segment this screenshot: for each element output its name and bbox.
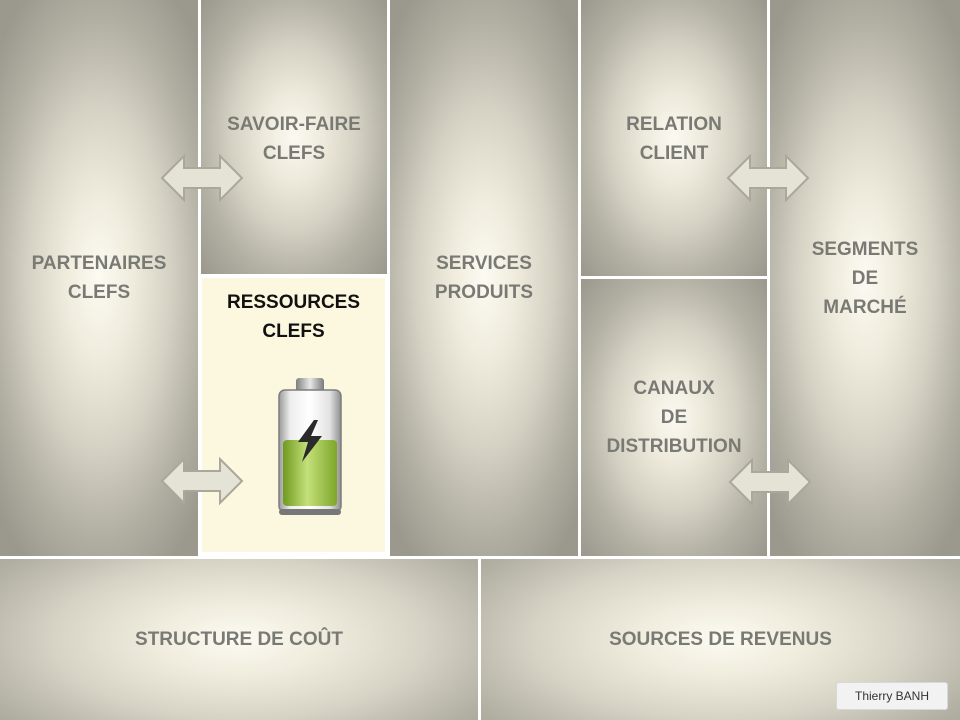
battery-charging-icon	[278, 378, 342, 515]
battery-charge	[283, 440, 337, 506]
double-arrow-icon	[160, 154, 244, 202]
ressources-clefs-block: RESSOURCES CLEFS	[198, 274, 389, 556]
structure-de-cout-label: STRUCTURE DE COÛT	[135, 629, 343, 650]
lightning-bolt	[298, 420, 322, 462]
services-produits-label: SERVICES PRODUITS	[434, 253, 534, 303]
relation-client-block: RELATION CLIENT	[581, 0, 767, 276]
relation-client-label: RELATION CLIENT	[626, 114, 722, 164]
double-arrow-icon	[160, 457, 244, 505]
segments-marche-block: SEGMENTS DE MARCHÉ	[770, 0, 960, 556]
ressources-clefs-label: RESSOURCES CLEFS	[226, 292, 361, 342]
double-arrow-icon	[728, 458, 812, 506]
partenaires-clefs-block: PARTENAIRES CLEFS	[0, 0, 198, 556]
savoir-faire-clefs-block: SAVOIR-FAIRE CLEFS	[201, 0, 387, 274]
battery-cap	[296, 378, 324, 392]
double-arrow-icon	[726, 154, 810, 202]
segments-marche-label: SEGMENTS DE MARCHÉ	[811, 239, 919, 318]
services-produits-block: SERVICES PRODUITS	[390, 0, 578, 556]
canaux-distribution-block: CANAUX DE DISTRIBUTION	[581, 279, 767, 556]
partenaires-clefs-label: PARTENAIRES CLEFS	[31, 253, 167, 303]
author-badge: Thierry BANH	[836, 682, 948, 710]
sources-de-revenus-label: SOURCES DE REVENUS	[609, 629, 832, 650]
canaux-distribution-label: CANAUX DE DISTRIBUTION	[606, 378, 742, 457]
structure-de-cout-block: STRUCTURE DE COÛT	[0, 559, 478, 720]
savoir-faire-clefs-label: SAVOIR-FAIRE CLEFS	[227, 114, 361, 164]
